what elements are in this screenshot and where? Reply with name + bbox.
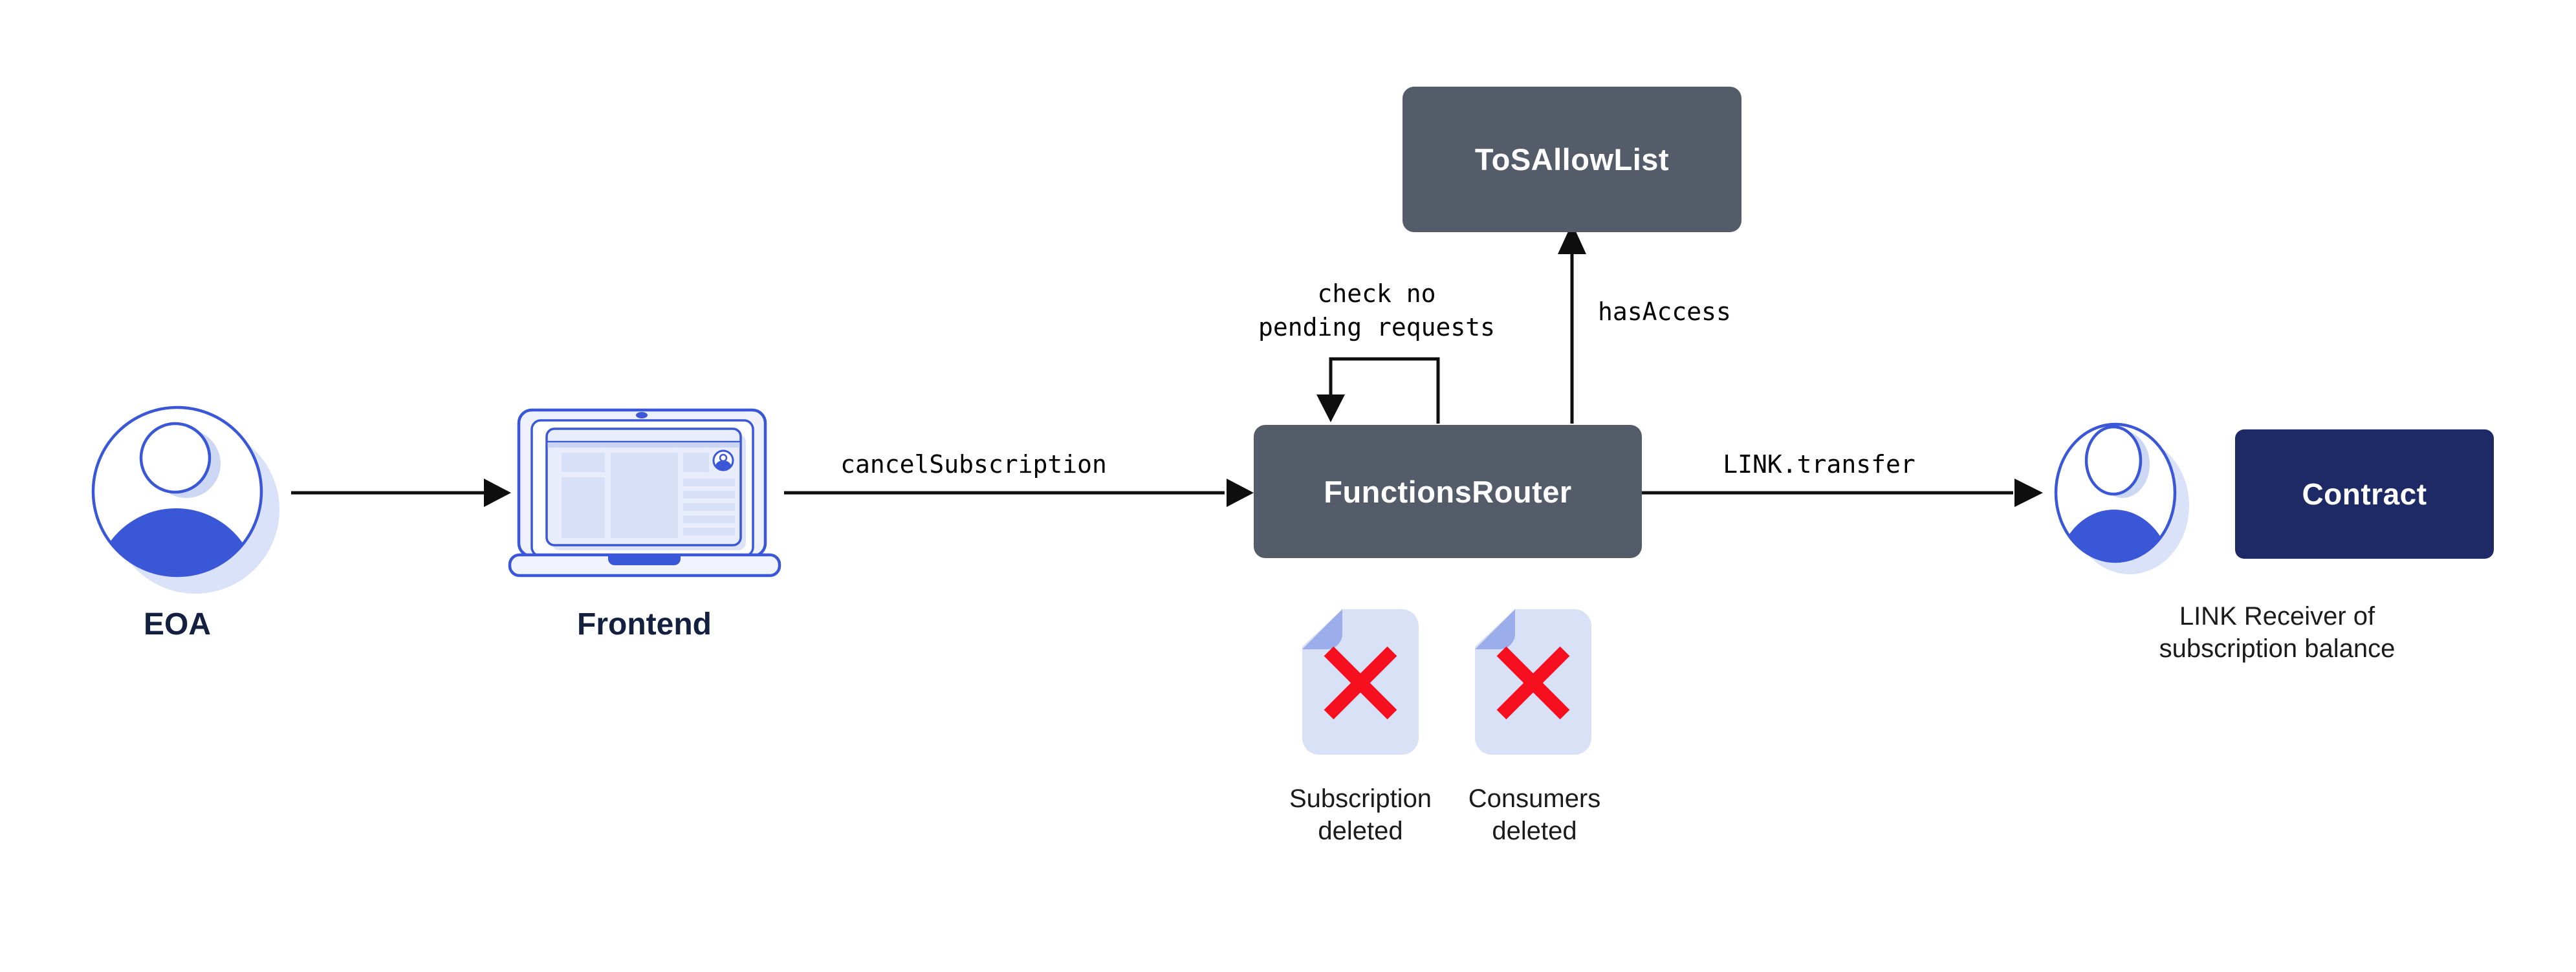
arrowhead: [1316, 394, 1345, 422]
browser-avatar-icon: [712, 449, 734, 471]
receiver-person-icon: [2054, 422, 2189, 574]
arrow-router-to-tosallowlist: [1558, 223, 1586, 424]
node-tosallowlist-label: ToSAllowList: [1474, 142, 1670, 177]
content-block: [562, 453, 605, 472]
content-row: [683, 479, 735, 486]
frontend-laptop-icon: [508, 408, 781, 578]
arrowhead: [1558, 223, 1586, 254]
eoa-label: EOA: [143, 607, 212, 642]
consumers-deleted-document-x-icon: [1475, 609, 1591, 755]
node-tosallowlist: ToSAllowList: [1403, 87, 1741, 232]
browser-nav-strip: [547, 442, 740, 448]
person-shoulders: [2057, 510, 2171, 560]
content-row: [683, 528, 735, 535]
laptop-base-notch: [608, 556, 681, 565]
content-row: [683, 491, 735, 499]
eoa-person-icon: [91, 405, 279, 594]
arrow-eoa-to-frontend: [291, 479, 511, 507]
arrow-router-self-loop: [1316, 357, 1440, 424]
document-fold: [1302, 609, 1342, 649]
content-block: [562, 477, 605, 538]
node-functionsrouter: FunctionsRouter: [1254, 425, 1642, 558]
node-functionsrouter-label: FunctionsRouter: [1324, 474, 1572, 509]
content-row: [683, 515, 735, 523]
arrow-frontend-to-router: [784, 479, 1254, 507]
subscription-deleted-label: Subscription deleted: [1289, 784, 1432, 845]
frontend-label: Frontend: [577, 607, 712, 642]
edge-label-hasaccess: hasAccess: [1598, 297, 1731, 326]
person-head: [139, 422, 212, 494]
arrowhead: [2014, 479, 2043, 507]
arrowhead: [484, 479, 511, 507]
subscription-deleted-document-x-icon: [1302, 609, 1419, 755]
document-fold: [1475, 609, 1515, 649]
edge-label-cancelsubscription: cancelSubscription: [840, 450, 1107, 479]
red-x-icon: [1496, 646, 1570, 720]
content-block: [611, 453, 678, 538]
arrow-router-to-receiver: [1642, 479, 2043, 507]
link-receiver-label: LINK Receiver of subscription balance: [2159, 602, 2396, 663]
laptop-camera-dot: [636, 412, 648, 418]
edge-label-link-transfer: LINK.transfer: [1723, 450, 1916, 479]
edge-label-check-no-pending-requests: check no pending requests: [1258, 279, 1496, 341]
person-head: [2084, 425, 2143, 496]
person-shoulders: [94, 508, 257, 574]
node-contract-label: Contract: [2302, 477, 2427, 511]
content-row: [683, 503, 735, 511]
red-x-icon: [1324, 646, 1397, 720]
consumers-deleted-label: Consumers deleted: [1468, 784, 1601, 845]
arrowhead: [1227, 479, 1254, 507]
content-block: [683, 453, 709, 472]
node-contract: Contract: [2235, 429, 2494, 559]
